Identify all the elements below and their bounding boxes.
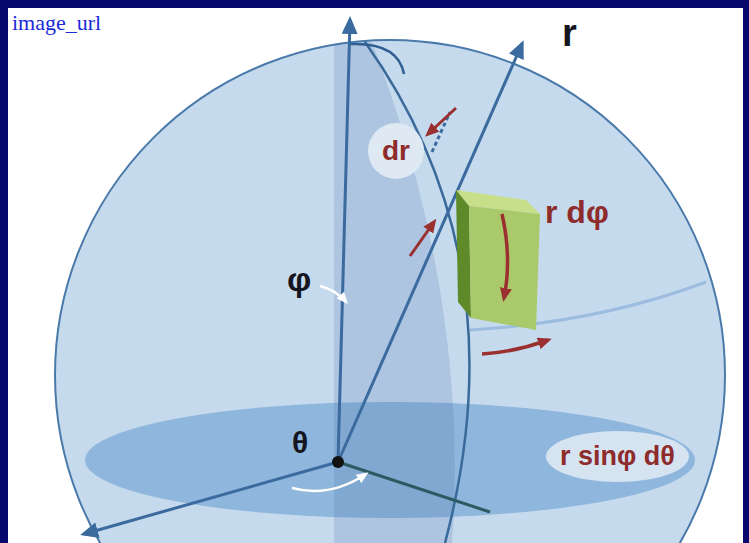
arc-length-label: r dφ bbox=[545, 196, 609, 228]
node-text: dr bbox=[368, 123, 424, 165]
angle-label: φ bbox=[287, 262, 311, 296]
highlight-ellipse: dr bbox=[368, 123, 424, 179]
angle-label: θ bbox=[292, 428, 308, 458]
highlight-ellipse: r sinφ dθ bbox=[546, 431, 689, 482]
axis-label: r bbox=[562, 14, 577, 52]
ellipse-fill bbox=[546, 431, 689, 482]
node-text: r sinφ dθ bbox=[546, 431, 689, 470]
source-note: image_url bbox=[12, 12, 101, 34]
ellipse-fill bbox=[368, 123, 424, 179]
